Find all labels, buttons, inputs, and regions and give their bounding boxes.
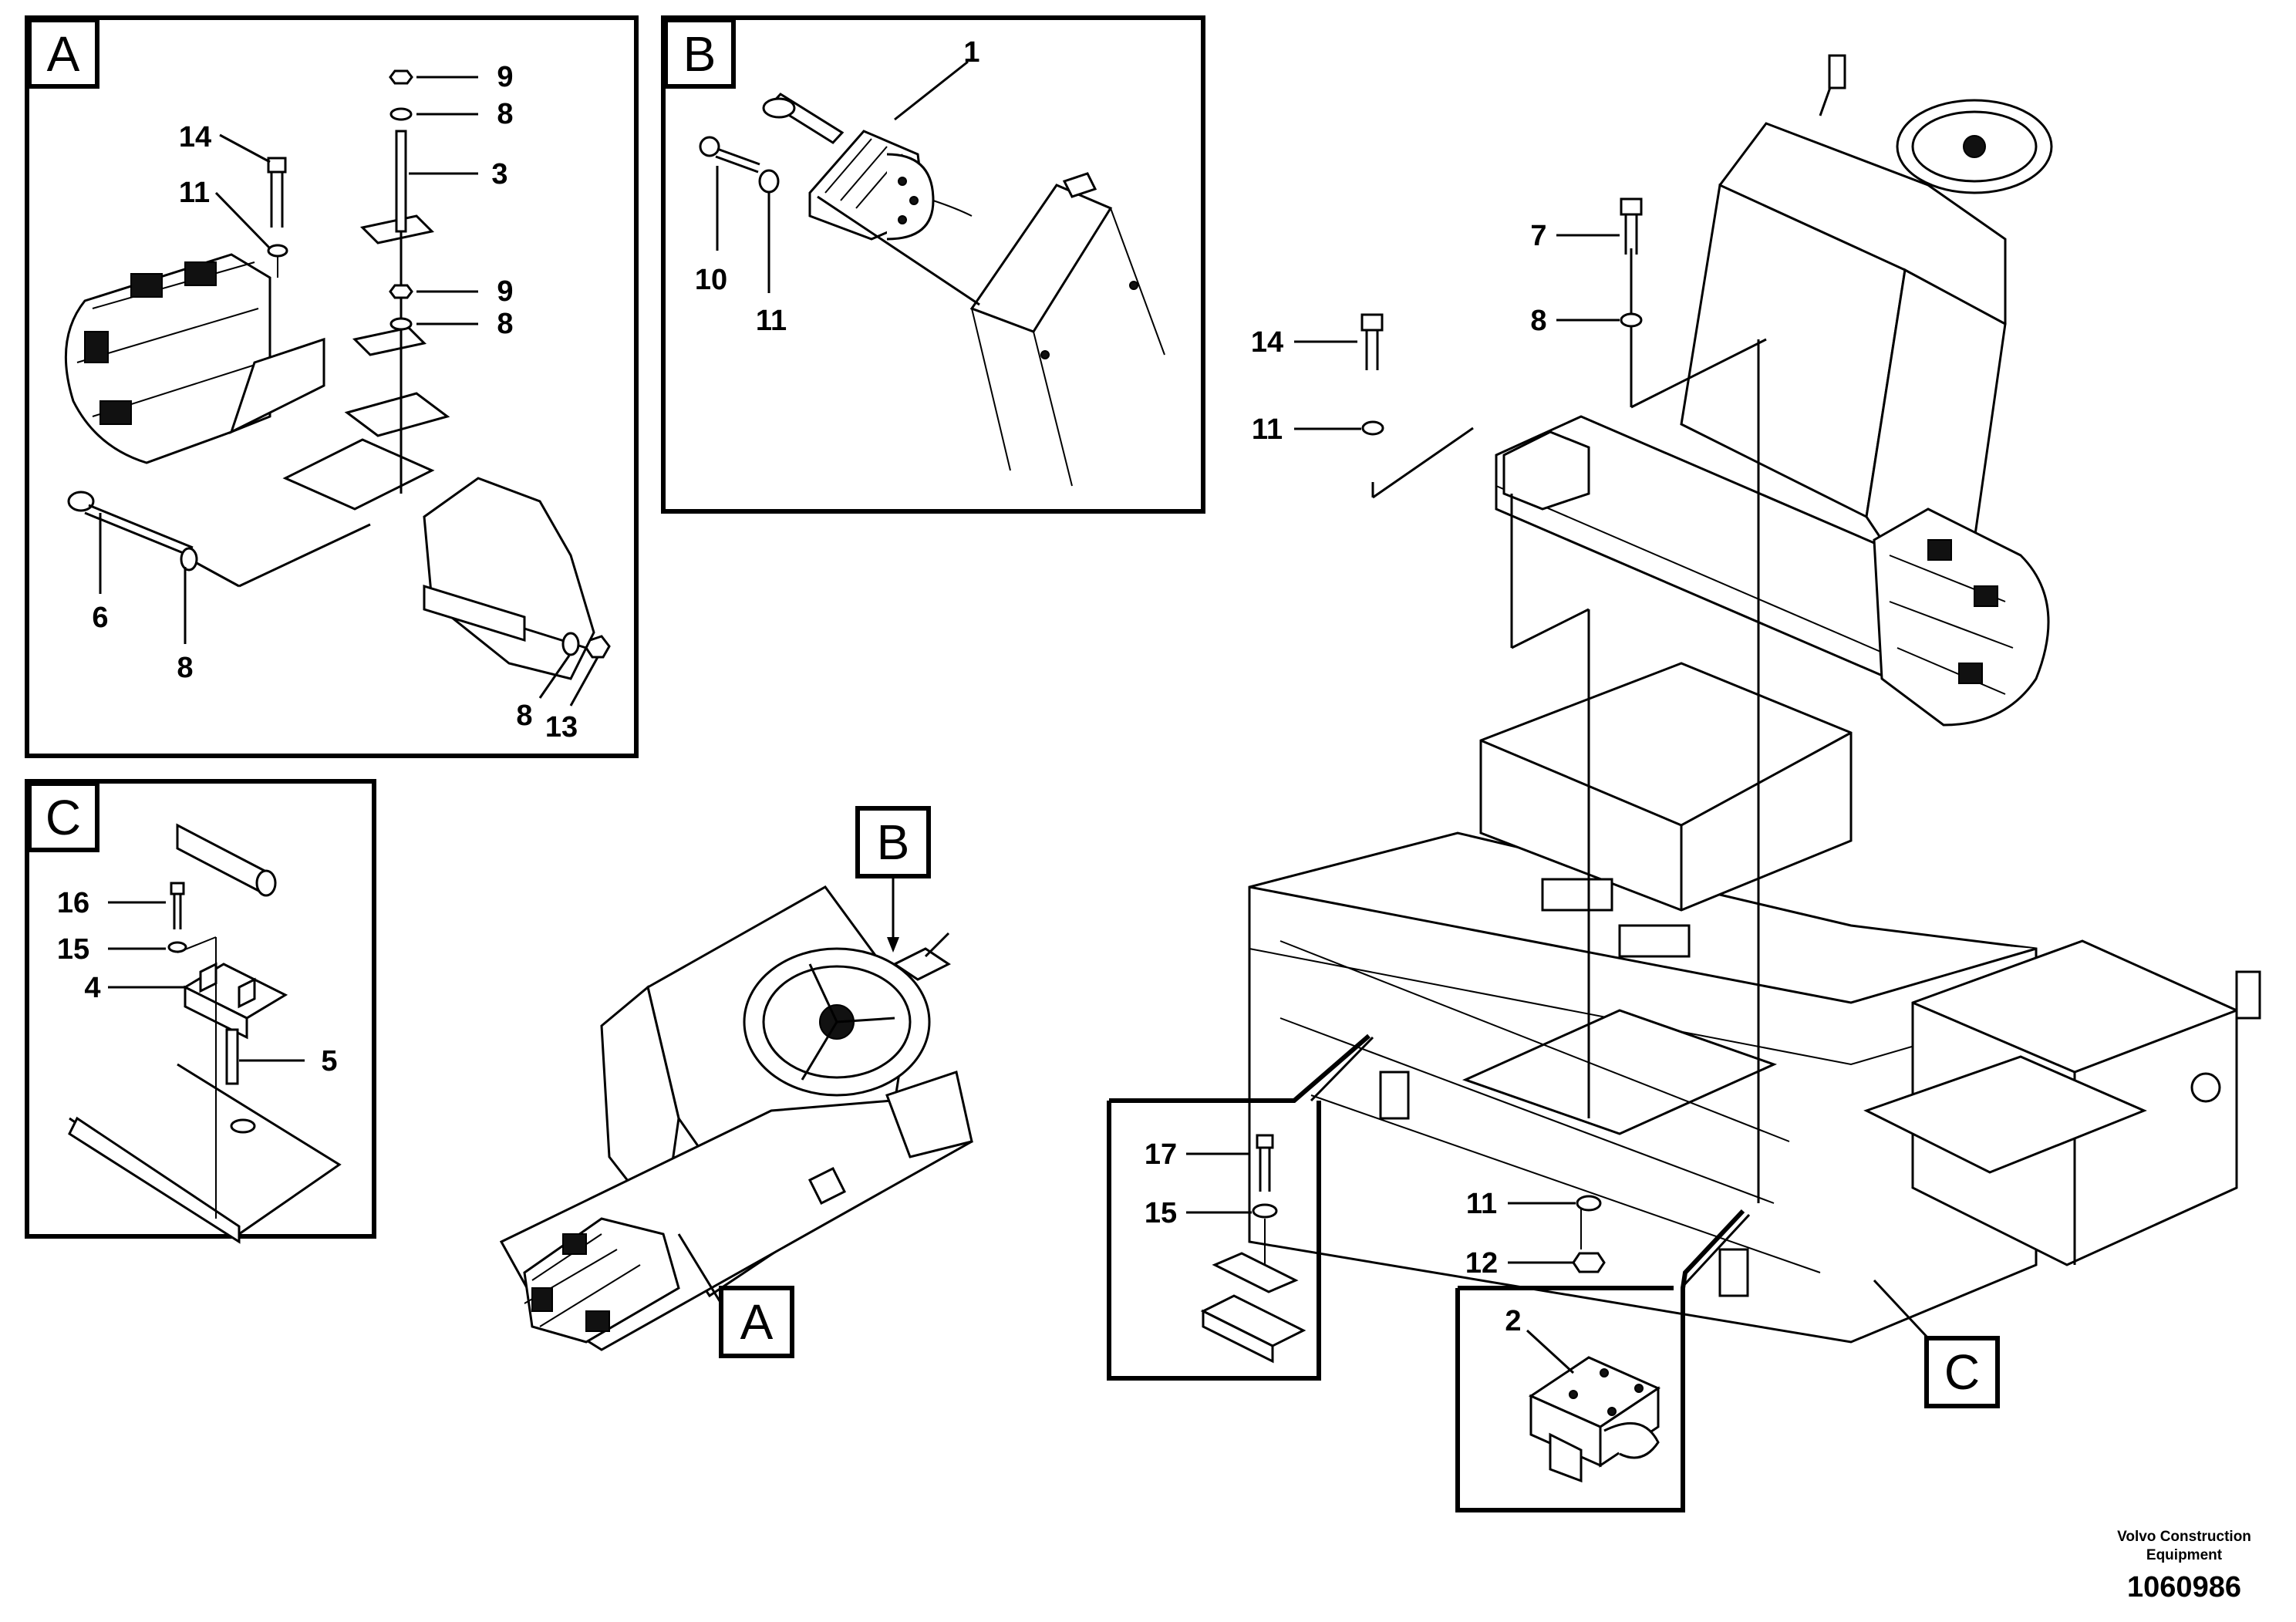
callout-detail-2: 2 <box>1505 1305 1521 1337</box>
callout-main-11-top: 11 <box>1252 413 1283 446</box>
bolt-17 <box>1252 1134 1278 1265</box>
callout-c-5: 5 <box>321 1045 337 1077</box>
panel-c-leaders <box>108 901 305 1062</box>
callout-a-14: 14 <box>179 121 211 153</box>
bolt-6 <box>67 491 371 588</box>
control-lever-1 <box>762 93 973 241</box>
footer-brand-line2: Equipment <box>2146 1547 2223 1563</box>
overview-operator-station <box>499 885 973 1351</box>
callout-a-3: 3 <box>491 158 507 191</box>
plate-c <box>68 1063 342 1244</box>
panel-c-frame <box>25 779 376 1239</box>
footer-drawing-number: 1060986 <box>2127 1571 2241 1603</box>
panel-c: C <box>25 779 376 1244</box>
bolt-16 <box>167 882 187 953</box>
panel-c-tag <box>27 781 99 852</box>
callout-a-8-bracket: 8 <box>516 700 532 732</box>
callout-c-4: 4 <box>84 972 100 1004</box>
callout-a-8-mid: 8 <box>497 308 513 340</box>
rod-c <box>176 823 277 897</box>
overview-tag-b-letter: B <box>877 814 910 870</box>
callout-c-16: 16 <box>57 887 89 919</box>
detail-guide: 2 <box>1455 1209 1751 1512</box>
main-assembly: 7 8 14 11 11 12 <box>1248 54 2261 1344</box>
callout-a-8-top: 8 <box>497 98 513 130</box>
panel-a-frame <box>25 15 639 758</box>
overview-tag-a: A <box>677 1233 794 1358</box>
callout-a-8-bolt: 8 <box>177 652 193 684</box>
callout-a-6: 6 <box>92 602 108 634</box>
callout-main-11-bottom: 11 <box>1466 1188 1497 1220</box>
callout-b-11: 11 <box>756 305 787 337</box>
washer-8-a <box>561 632 580 656</box>
callout-b-1: 1 <box>963 36 979 69</box>
callout-main-7: 7 <box>1530 220 1546 252</box>
clamp-top <box>1212 1252 1299 1293</box>
callout-a-9-top: 9 <box>497 61 513 93</box>
footer: Volvo Construction Equipment 1060986 <box>2117 1529 2251 1603</box>
detail-bracket: 17 15 <box>1107 1034 1374 1381</box>
bolt-14 <box>267 157 288 278</box>
overview-tag-b: B <box>855 806 931 953</box>
panel-a-letter: A <box>47 26 80 82</box>
callout-main-8: 8 <box>1530 305 1546 337</box>
mounting-column-b <box>817 172 1165 487</box>
panel-a-leaders <box>99 76 599 706</box>
callout-b-10: 10 <box>695 264 727 296</box>
callout-a-11: 11 <box>179 177 210 209</box>
callout-main-14: 14 <box>1251 326 1283 359</box>
mounting-plate-a <box>282 131 450 511</box>
cable-chain-a <box>64 253 325 464</box>
main-tag-c: C <box>1873 1279 2000 1408</box>
panel-a-tag <box>27 18 99 89</box>
bolt-10 <box>699 136 760 174</box>
callout-a-9-mid: 9 <box>497 275 513 308</box>
footer-brand-line1: Volvo Construction <box>2117 1529 2251 1545</box>
callout-main-12: 12 <box>1465 1247 1498 1280</box>
panel-b-letter: B <box>683 26 716 82</box>
panel-b-leaders <box>716 60 969 293</box>
bracket-a <box>423 477 595 680</box>
panel-b-frame <box>661 15 1205 514</box>
overview-tag-a-letter: A <box>740 1294 774 1350</box>
panel-a: A <box>25 15 639 758</box>
panel-c-letter: C <box>46 790 81 845</box>
bolt-5 <box>177 936 239 1219</box>
panel-b-tag <box>663 18 736 89</box>
callout-detail-15: 15 <box>1145 1197 1177 1229</box>
nut-13 <box>585 635 611 659</box>
main-tag-c-letter: C <box>1944 1344 1980 1400</box>
panel-b: B <box>661 15 1205 514</box>
bracket-4 <box>182 962 288 1040</box>
callout-a-13: 13 <box>545 711 578 744</box>
washer-11-b <box>758 169 780 194</box>
callout-detail-17: 17 <box>1145 1138 1177 1171</box>
callout-c-15: 15 <box>57 933 89 966</box>
stud-3 <box>389 69 413 331</box>
